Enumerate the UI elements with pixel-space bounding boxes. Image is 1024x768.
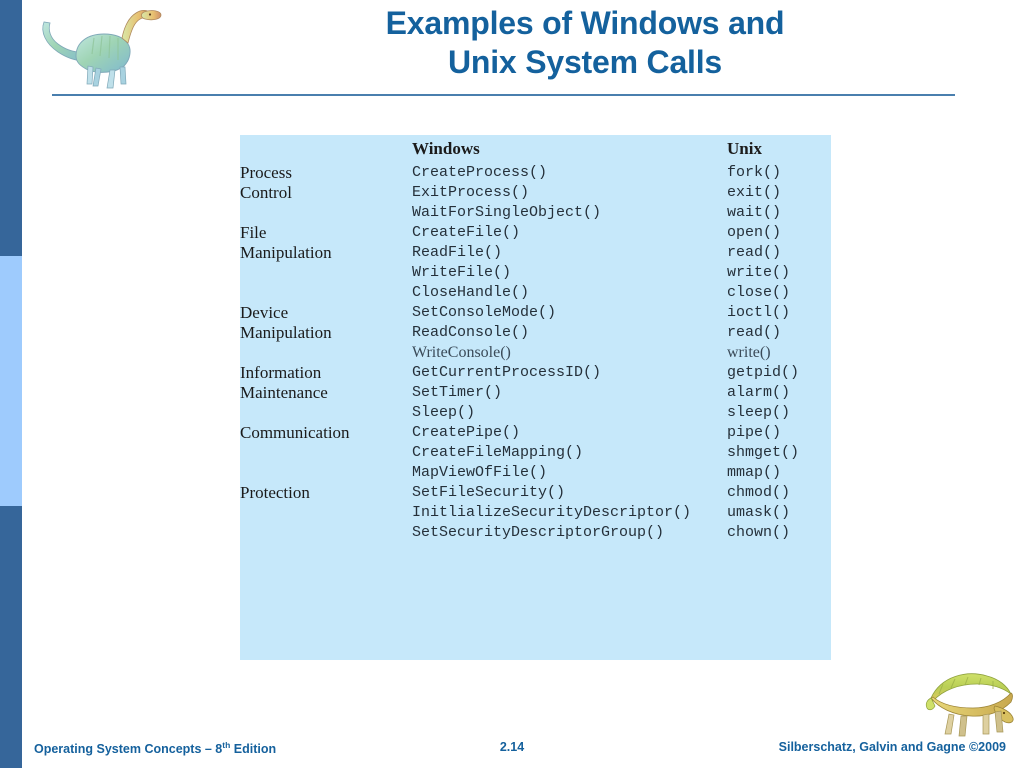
windows-call: ReadConsole() [412,324,530,341]
footer-edition-main: Operating System Concepts – 8 [34,742,223,757]
unix-call: alarm() [727,384,791,401]
unix-call: pipe() [727,424,782,441]
category-line: Control [240,183,292,202]
windows-call: GetCurrentProcessID() [412,364,602,381]
page-title-line2: Unix System Calls [447,44,723,80]
category-line: File [240,223,267,242]
footer-edition-tail: Edition [230,742,277,757]
unix-calls-cell: ioctl() read() write() [727,303,831,363]
windows-call: CloseHandle() [412,284,530,301]
unix-call: open() [727,224,782,241]
windows-call: CreateProcess() [412,164,548,181]
footer-edition-text: Operating System Concepts – 8th Edition [34,740,276,756]
unix-call: chown() [727,524,791,541]
unix-call: getpid() [727,364,800,381]
unix-call: write() [727,344,771,361]
row-category-label: Protection [240,483,412,543]
windows-call: ExitProcess() [412,184,530,201]
page-title-line1: Examples of Windows and [385,5,785,41]
unix-call: close() [727,284,791,301]
unix-call: chmod() [727,484,791,501]
slide-header: Examples of Windows and Unix System Call… [0,0,1024,100]
unix-call: shmget() [727,444,800,461]
category-line: Communication [240,423,350,442]
unix-calls-cell: chmod() umask() chown() [727,483,831,543]
windows-call: Sleep() [412,404,476,421]
windows-calls-cell: CreateFile() ReadFile() WriteFile() CloseHa… [412,223,727,303]
unix-call: fork() [727,164,782,181]
windows-calls-cell: CreateProcess() ExitProcess() WaitForSingl… [412,163,727,223]
unix-call: ioctl() [727,304,791,321]
unix-calls-cell: open() read() write() close() [727,223,831,303]
windows-call: WriteConsole() [412,344,511,361]
footer-edition-ordinal: th [222,740,231,750]
windows-call: SetFileSecurity() [412,484,566,501]
windows-call: WaitForSingleObject() [412,204,602,221]
title-divider-rule [52,94,955,96]
table-row: Protection SetFileSecurity() InitlializeSe… [240,483,831,543]
unix-call: exit() [727,184,782,201]
sidebar-segment-middle [0,256,22,506]
windows-call: WriteFile() [412,264,512,281]
plateosaurus-dinosaur-icon [42,9,162,89]
windows-call: CreateFileMapping() [412,444,584,461]
unix-call: write() [727,264,791,281]
dimetrodon-dinosaur-icon [925,673,1014,737]
page-title: Examples of Windows and Unix System Call… [190,4,980,82]
unix-calls-cell: fork() exit() wait() [727,163,831,223]
left-decorative-sidebar [0,0,22,768]
windows-calls-cell: SetFileSecurity() InitlializeSecurityDesc… [412,483,727,543]
table-header-row: Windows Unix [240,135,831,163]
category-line: Process [240,163,292,182]
footer-copyright: Silberschatz, Galvin and Gagne ©2009 [778,740,1006,754]
unix-call: sleep() [727,404,791,421]
unix-calls-cell: pipe() shmget() mmap() [727,423,831,483]
column-header-unix: Unix [727,139,762,158]
sidebar-segment-bottom [0,506,22,768]
unix-calls-cell: getpid() alarm() sleep() [727,363,831,423]
windows-call: CreateFile() [412,224,521,241]
windows-call: ReadFile() [412,244,503,261]
column-header-category [240,135,412,163]
windows-call: SetTimer() [412,384,503,401]
unix-call: umask() [727,504,791,521]
unix-call: wait() [727,204,782,221]
unix-call: read() [727,244,782,261]
unix-call: mmap() [727,464,782,481]
table-header: Windows Unix [240,135,831,163]
sidebar-segment-top [0,0,22,256]
slide-footer: Operating System Concepts – 8th Edition … [0,740,1024,768]
windows-calls-cell: GetCurrentProcessID() SetTimer() Sleep() [412,363,727,423]
category-line: Manipulation [240,323,332,342]
windows-calls-cell: CreatePipe() CreateFileMapping() MapViewOf… [412,423,727,483]
unix-call: read() [727,324,782,341]
category-line: Maintenance [240,383,328,402]
category-line: Protection [240,483,310,502]
category-line: Device [240,303,289,322]
category-line: Information [240,363,322,382]
windows-call: InitlializeSecurityDescriptor() [412,504,692,521]
category-line: Manipulation [240,243,332,262]
footer-slide-number: 2.14 [499,740,525,754]
table-row: Communication CreatePipe() CreateFileMappi… [240,423,831,483]
windows-call: SetSecurityDescriptorGroup() [412,524,665,541]
windows-call: CreatePipe() [412,424,521,441]
windows-call: SetConsoleMode() [412,304,557,321]
column-header-windows: Windows [412,139,480,158]
row-category-label: Communication [240,423,412,483]
windows-call: MapViewOfFile() [412,464,548,481]
windows-calls-cell: SetConsoleMode() ReadConsole() WriteConsol… [412,303,727,363]
